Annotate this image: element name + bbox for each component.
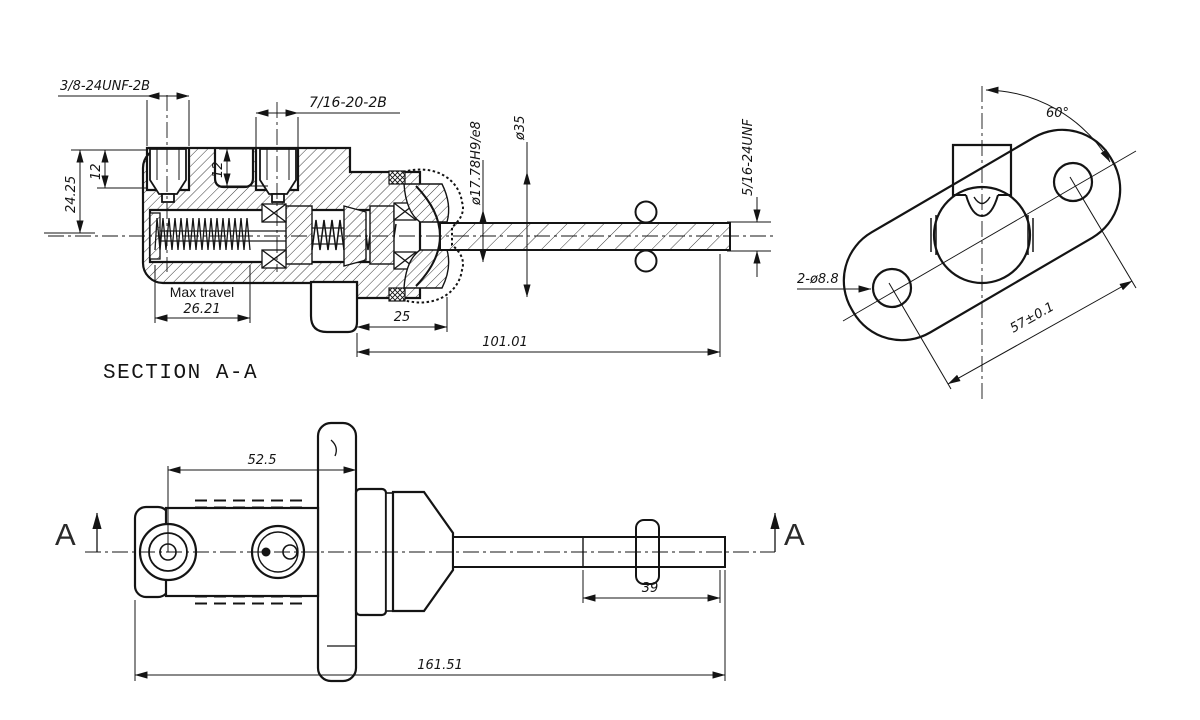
rod-nut-top [634,200,658,224]
label-rod-length: 101.01 [482,335,528,350]
label-rod-thread: 5/16-24UNF [741,118,756,196]
cut-label-left: A [55,517,76,552]
dimensions-flange [797,86,1137,390]
section-cut-arrows [92,512,780,552]
centerlines-flange [842,86,1137,402]
push-rod-section [439,222,731,251]
hex-plug-left [149,148,187,203]
bolt-hole-lower [871,267,913,309]
cylinder-body-section [141,146,422,300]
label-port-angle: 60° [1046,106,1069,121]
hex-plug-right [259,148,297,203]
label-max-travel-value: 26.21 [183,302,220,317]
label-overall-length: 161.51 [417,658,463,673]
piston-body [285,205,313,265]
label-height-to-axis: 24.25 [64,176,79,213]
label-bore-dia: ø17.78H9/e8 [469,121,484,206]
small-spring [154,217,251,251]
label-max-travel: Max travel [170,284,235,300]
boot-cone [391,490,455,613]
rod-lines-through-nut [636,536,659,568]
label-hole-pitch: 57±0.1 [1008,300,1057,337]
label-thread-left: 3/8-24UNF-2B [60,79,150,94]
dimensions-section [44,92,771,357]
piston-retainer [369,205,395,265]
label-boot-dia: ø35 [513,116,528,142]
centerlines-section [48,95,775,272]
label-thread-right: 7/16-20-2B [309,95,387,111]
bolt-hole-upper [1052,161,1094,203]
label-thread-length: 39 [642,581,659,596]
gland-seal-bottom [388,287,406,302]
angle-arc [985,86,1111,163]
cut-label-right: A [784,517,805,552]
label-depth-left: 12 [89,163,104,180]
label-boot-length: 25 [394,310,411,325]
rod-nut-bottom [634,249,658,273]
label-bolt-holes: 2-ø8.8 [797,272,839,287]
section-title: SECTION A-A [103,362,258,385]
label-flange-offset: 52.5 [248,453,277,468]
section-view: 3/8-24UNF-2B 7/16-20-2B 12 12 24.25 Max … [44,79,775,385]
dust-boot [402,168,464,304]
flange-view: 60° 2-ø8.8 57±0.1 [797,86,1137,402]
flange-plate-detail [330,439,337,457]
boss-flats [930,215,1034,255]
mounting-leg-section [309,280,359,334]
side-view: A A 52.5 39 161.51 [55,421,805,683]
dimensions-side [134,466,726,681]
label-depth-right: 12 [211,161,226,178]
gland-seal-top [388,170,406,185]
